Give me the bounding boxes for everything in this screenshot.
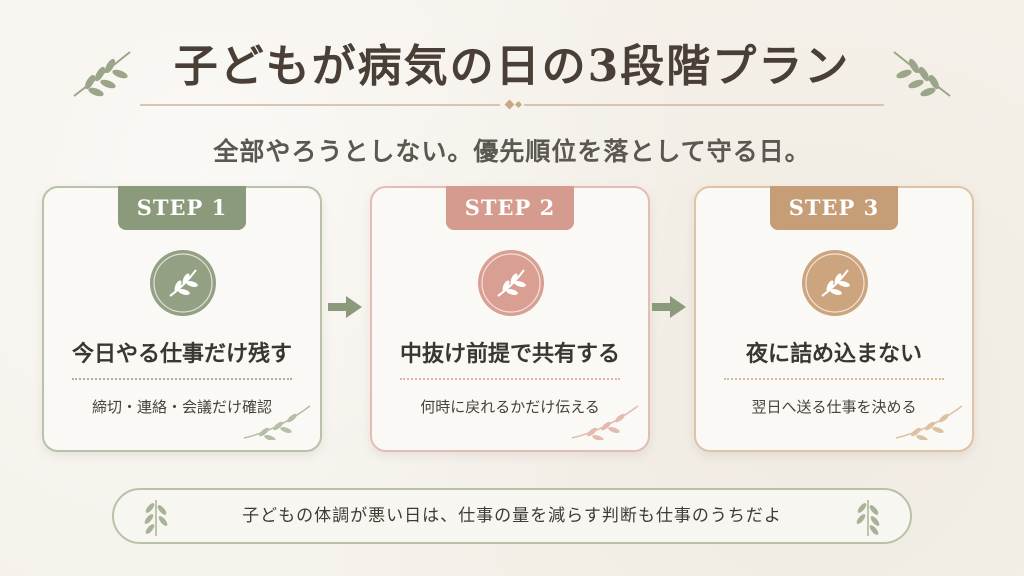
arrow-right-icon (328, 294, 364, 324)
corner-sprig-icon (242, 400, 312, 444)
step-card-2: STEP 2 中抜け前提で共有する 何時に戻れるかだけ伝える (370, 186, 650, 452)
step-label: STEP 2 (446, 186, 574, 230)
step-heading: 夜に詰め込まない (745, 341, 922, 367)
step-card-3: STEP 3 夜に詰め込まない 翌日へ送る仕事を決める (694, 186, 974, 452)
footer-left-sprig-icon (134, 494, 178, 542)
corner-sprig-icon (570, 400, 640, 444)
step-description: 何時に戻れるかだけ伝える (420, 398, 600, 416)
step-card-1: STEP 1 今日やる仕事だけ残す 締切・連絡・会議だけ確認 (42, 186, 322, 452)
title-divider (140, 99, 884, 110)
title-left-sprig-icon (70, 46, 134, 106)
footer-right-sprig-icon (846, 494, 890, 542)
step-heading: 中抜け前提で共有する (399, 341, 620, 367)
page-title: 子どもが病気の日の3段階プラン (173, 41, 851, 92)
page-subtitle: 全部やろうとしない。優先順位を落として守る日。 (213, 137, 811, 166)
step-description: 翌日へ送る仕事を決める (751, 398, 917, 416)
corner-sprig-icon (894, 400, 964, 444)
leaf-sprig-icon (478, 250, 544, 316)
arrow-right-icon (652, 294, 688, 324)
step-label: STEP 3 (770, 186, 898, 230)
dotted-divider (72, 378, 292, 380)
step-heading: 今日やる仕事だけ残す (71, 341, 292, 367)
step-description: 締切・連絡・会議だけ確認 (91, 398, 272, 416)
dotted-divider (400, 378, 620, 380)
leaf-sprig-icon (802, 250, 868, 316)
leaf-sprig-icon (150, 250, 216, 316)
footer-message: 子どもの体調が悪い日は、仕事の量を減らす判断も仕事のうちだよ (242, 506, 782, 526)
footer-message-box: 子どもの体調が悪い日は、仕事の量を減らす判断も仕事のうちだよ (112, 488, 912, 544)
dotted-divider (724, 378, 944, 380)
step-label: STEP 1 (118, 186, 246, 230)
title-right-sprig-icon (890, 46, 954, 106)
